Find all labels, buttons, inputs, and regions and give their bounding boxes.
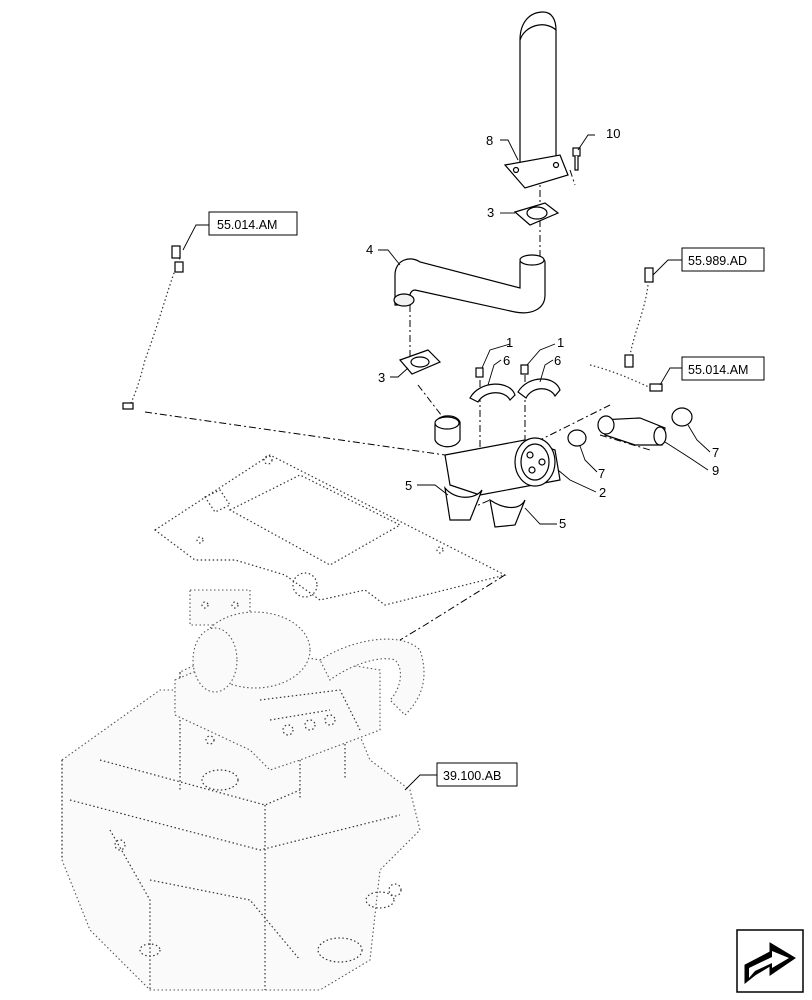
callout-7-left: 7 xyxy=(598,466,605,481)
ref-box-right-mid[interactable]: 55.014.AM xyxy=(681,356,765,381)
callout-1-left: 1 xyxy=(506,335,513,350)
assembly-center-lines xyxy=(144,100,651,641)
callout-5-right: 5 xyxy=(559,516,566,531)
callout-leaders xyxy=(182,134,711,791)
ref-box-frame[interactable]: 39.100.AB xyxy=(436,762,518,787)
callout-10: 10 xyxy=(606,126,620,141)
arrow-navigation-icon[interactable] xyxy=(736,929,804,993)
clamp-pair-part[interactable] xyxy=(567,407,693,447)
ref-label-left: 55.014.AM xyxy=(217,218,277,232)
callout-3-lower: 3 xyxy=(378,370,385,385)
callout-3-top: 3 xyxy=(487,205,494,220)
strap-pair-part[interactable] xyxy=(469,378,561,403)
ref-label-frame: 39.100.AB xyxy=(443,769,501,783)
muffler-doc-part[interactable] xyxy=(434,415,561,496)
cover-plate-ghost xyxy=(153,454,507,606)
callout-5-left: 5 xyxy=(405,478,412,493)
callout-1-right: 1 xyxy=(557,335,564,350)
bracket-pair-part[interactable] xyxy=(444,485,526,528)
callout-4: 4 xyxy=(366,242,373,257)
gasket-lower-part[interactable] xyxy=(398,349,442,375)
bolt-part[interactable] xyxy=(572,147,581,171)
callout-2: 2 xyxy=(599,485,606,500)
callout-7-right: 7 xyxy=(712,445,719,460)
callout-8: 8 xyxy=(486,133,493,148)
exhaust-pipe-part[interactable] xyxy=(393,254,546,314)
sensor-harness-right[interactable] xyxy=(589,267,663,392)
engine-assembly-ghost xyxy=(174,589,425,771)
callout-9: 9 xyxy=(712,463,719,478)
callout-6-right: 6 xyxy=(554,353,561,368)
callout-labels: 10 8 3 4 1 1 6 6 3 2 5 5 7 7 9 xyxy=(366,126,719,531)
sensor-harness-left[interactable] xyxy=(122,245,184,410)
ref-box-left[interactable]: 55.014.AM xyxy=(208,211,298,236)
callout-6-left: 6 xyxy=(503,353,510,368)
ref-label-right-mid: 55.014.AM xyxy=(688,363,748,377)
ref-label-right-top: 55.989.AD xyxy=(688,254,747,268)
ref-box-right-top[interactable]: 55.989.AD xyxy=(681,247,765,272)
exhaust-stack-part[interactable] xyxy=(503,11,569,189)
gasket-top-part[interactable] xyxy=(513,202,560,226)
catalyst-part[interactable] xyxy=(597,415,667,446)
bolt-pair-part[interactable] xyxy=(475,364,529,378)
